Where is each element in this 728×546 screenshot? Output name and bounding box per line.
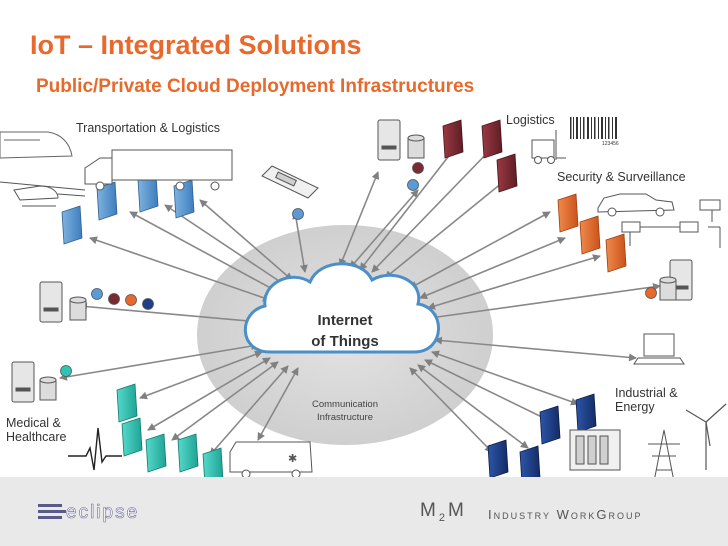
medical-label-line2: Healthcare	[6, 430, 67, 444]
control-cabinet-icon	[569, 429, 621, 471]
database-icon	[39, 134, 677, 401]
industrial-devices	[487, 393, 597, 485]
camera-icon	[699, 199, 721, 222]
power-tower-icon	[648, 429, 680, 493]
car-icon	[597, 193, 675, 217]
industry-workgroup-label: Industry WorkGroup	[488, 507, 643, 522]
ambulance-icon: ✱	[229, 441, 313, 479]
industrial-label-line2: Energy	[615, 400, 655, 414]
helicopter-icon	[0, 181, 86, 207]
communication-label-line1: Communication	[312, 399, 378, 410]
m2m-logo-m1: M	[420, 500, 439, 521]
security-network-icon	[621, 221, 721, 248]
communication-label: Communication Infrastructure	[295, 398, 395, 424]
mobile-device-icon	[261, 165, 319, 199]
barcode-icon	[570, 117, 617, 139]
internet-cloud	[243, 262, 440, 354]
svg-text:✱: ✱	[288, 452, 297, 465]
sensor-dots	[60, 162, 657, 377]
connection-arrows	[59, 147, 661, 456]
laptop-icon	[633, 333, 685, 365]
logistics-devices	[442, 119, 518, 193]
m2m-logo: M2M	[420, 500, 467, 524]
page-subtitle: Public/Private Cloud Deployment Infrastr…	[36, 76, 475, 97]
cloud-label-line2: of Things	[311, 333, 379, 350]
m2m-logo-m2: M	[447, 500, 467, 521]
ecg-waveform-icon	[68, 427, 122, 471]
footer-bar	[0, 477, 728, 546]
forklift-icon	[531, 130, 566, 164]
cloud-label: Internet of Things	[290, 310, 400, 352]
industrial-label: Industrial & Energy	[615, 386, 678, 414]
truck-icon	[84, 149, 233, 191]
wind-turbine-icon	[685, 403, 727, 470]
logistics-label: Logistics	[506, 113, 555, 127]
m2m-logo-2: 2	[438, 511, 448, 524]
cloud-label-line1: Internet	[317, 312, 373, 329]
eclipse-logo: eclipse	[38, 502, 138, 523]
security-label: Security & Surveillance	[557, 170, 686, 184]
page-title: IoT – Integrated Solutions	[30, 30, 362, 60]
transport-label: Transportation & Logistics	[76, 121, 221, 135]
barcode-number: 123456	[602, 141, 619, 147]
medical-devices	[116, 383, 224, 487]
medical-label: Medical & Healthcare	[6, 416, 66, 444]
train-icon	[0, 131, 73, 159]
medical-label-line1: Medical &	[6, 416, 61, 430]
svg-text:eclipse: eclipse	[66, 502, 138, 523]
transport-devices	[61, 173, 195, 245]
communication-label-line2: Infrastructure	[317, 412, 373, 423]
security-devices	[557, 193, 627, 273]
industrial-label-line1: Industrial &	[615, 386, 678, 400]
